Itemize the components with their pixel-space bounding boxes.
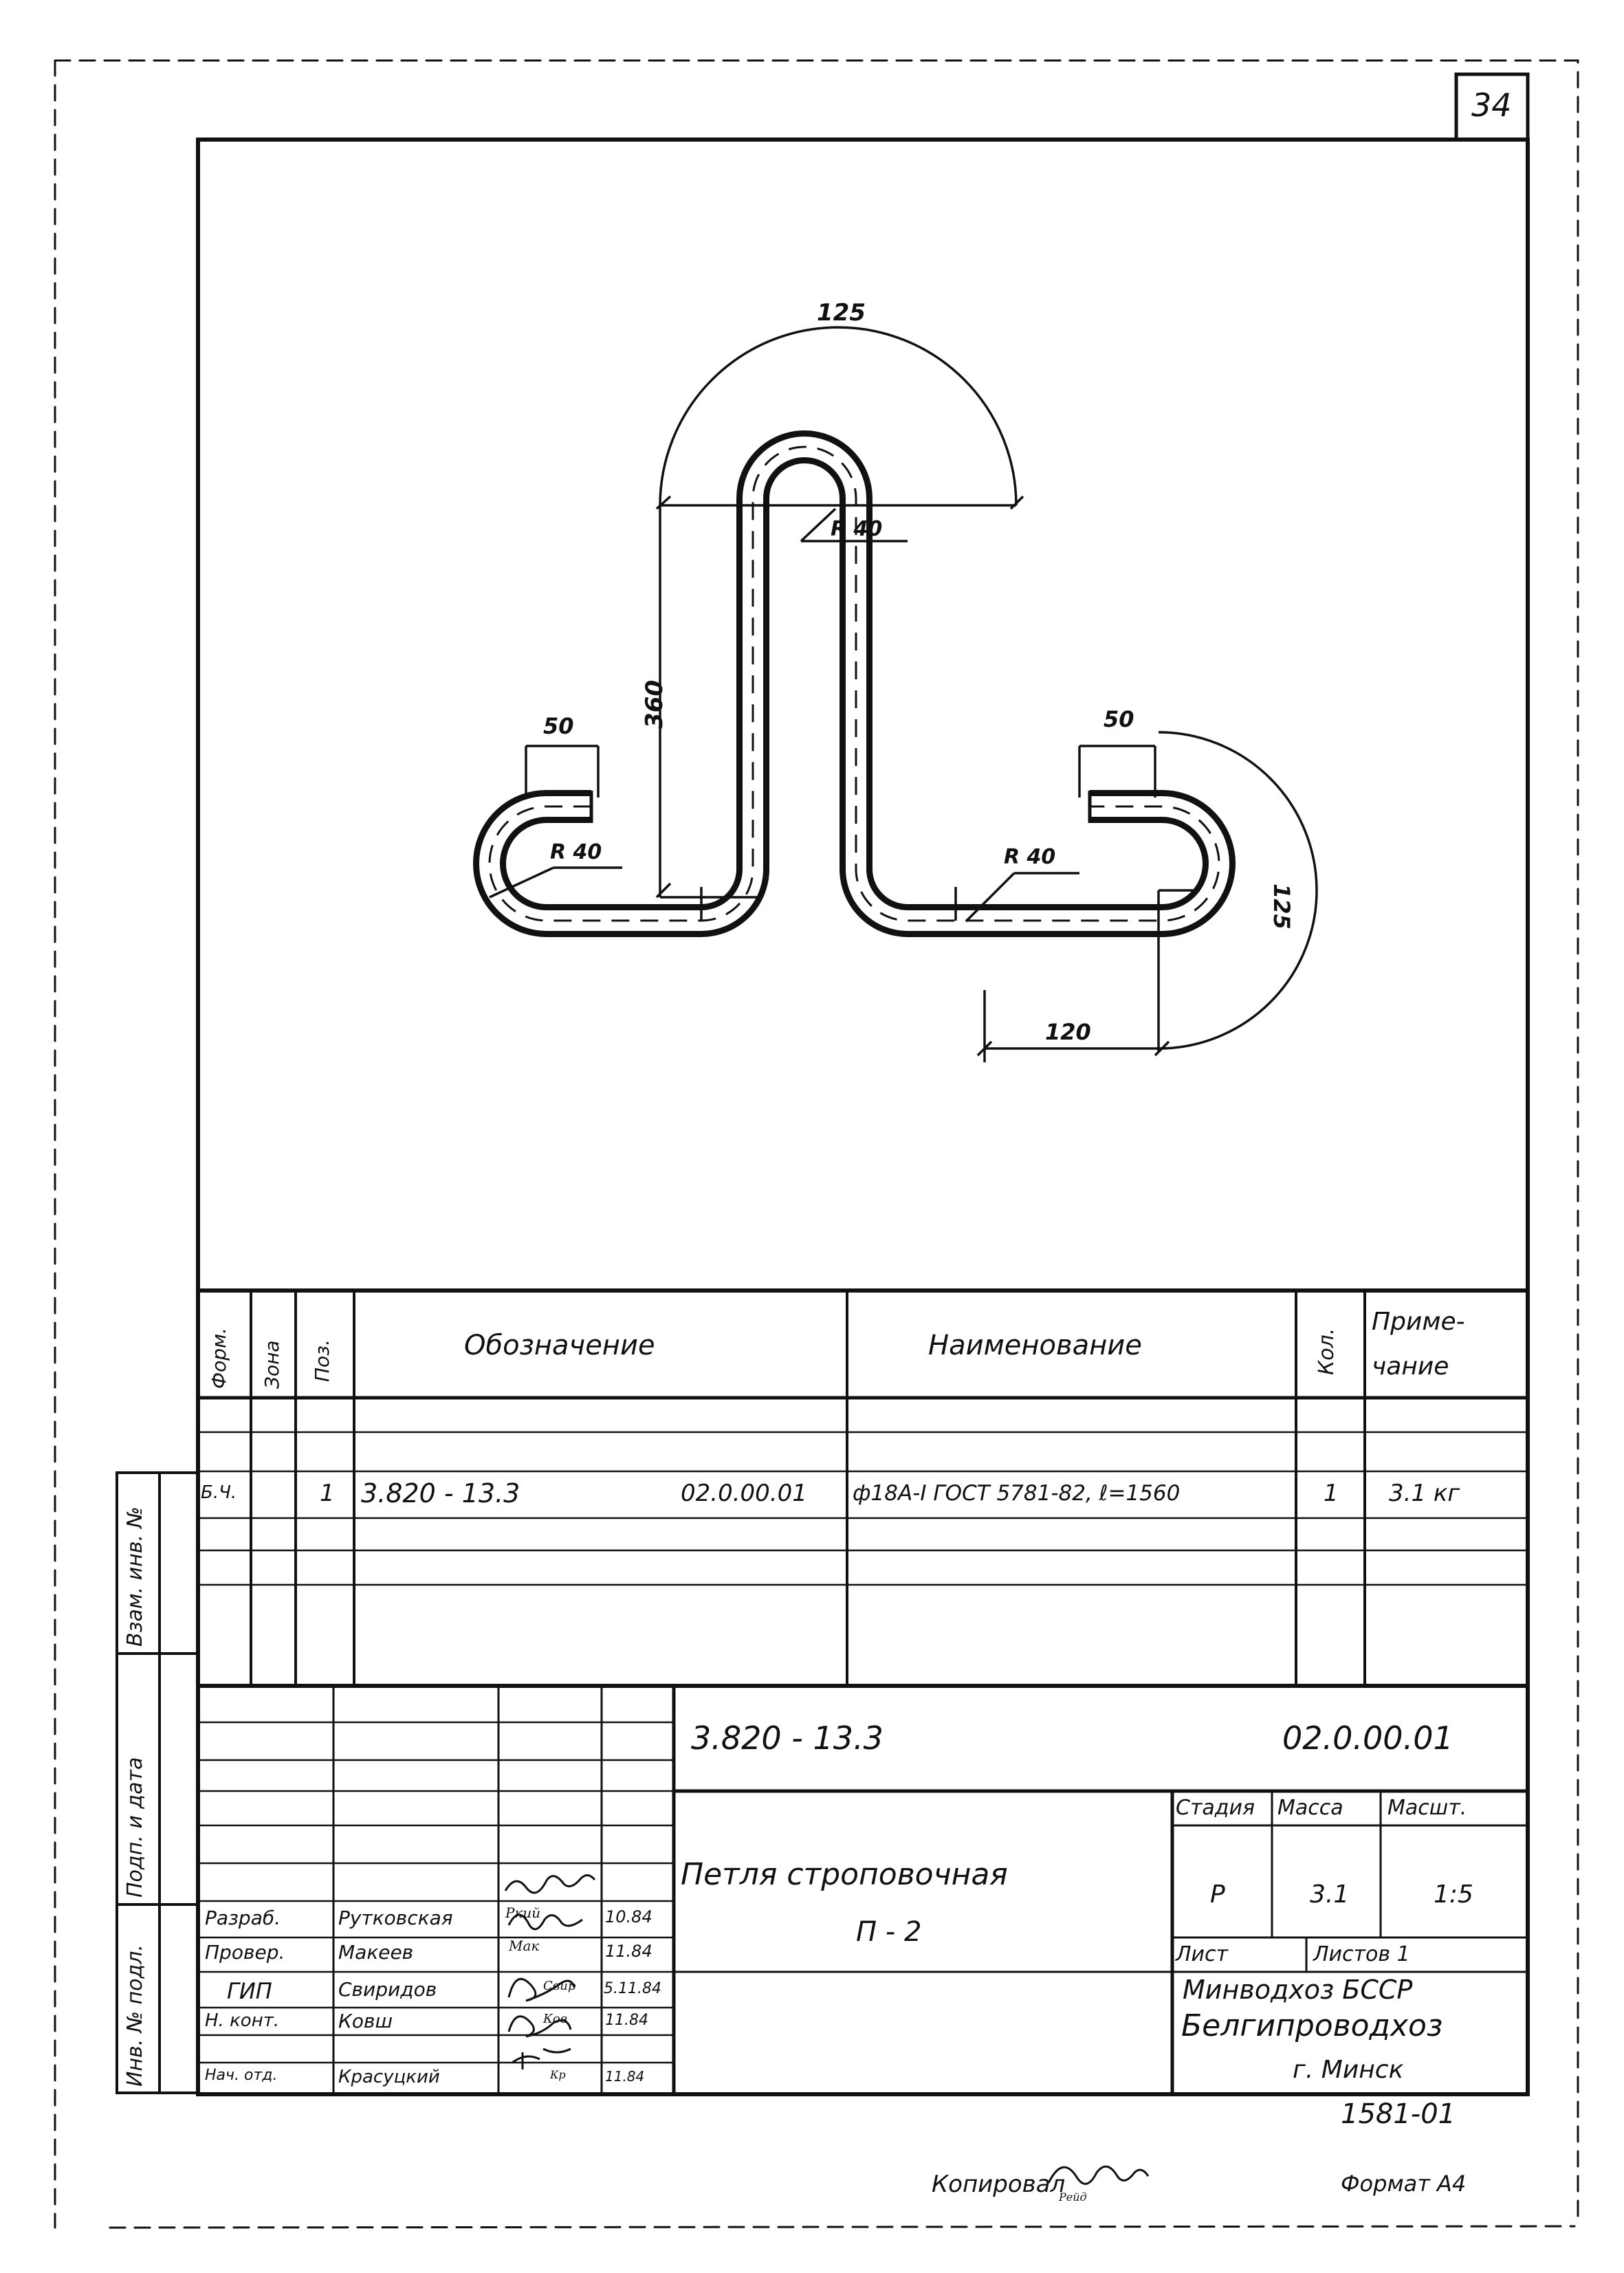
signature-prover (507, 1913, 583, 1931)
sign-nachotd: Кр (550, 2068, 566, 2081)
title-line2: П - 2 (856, 1916, 922, 1948)
dim-top-arc (659, 326, 1018, 506)
row-note: 3.1 кг (1389, 1480, 1460, 1507)
org-line2: Белгипроводхоз (1181, 2008, 1443, 2043)
mass-label: Масса (1277, 1796, 1343, 1820)
date-razrab: 10.84 (605, 1907, 652, 1926)
page-number: 34 (1471, 87, 1512, 124)
side-stamp-inv: Инв. № подл. (123, 1944, 147, 2087)
header-format: Форм. (208, 1327, 230, 1389)
signature-nachotd (512, 2047, 571, 2069)
dim-top-arc-label: 125 (817, 299, 866, 327)
dim-right-arc (1158, 731, 1318, 1050)
signature-gip (507, 1977, 575, 2002)
signature-scribbles (504, 1874, 1150, 2185)
org-line3: г. Минск (1293, 2056, 1404, 2084)
row-designation-left: 3.820 - 13.3 (361, 1478, 520, 1508)
dimension-lines (489, 326, 1318, 1062)
scale-value: 1:5 (1434, 1880, 1473, 1909)
copied-by-signature: Рейд (1059, 2190, 1087, 2204)
dim-right-tab-label: 50 (1104, 706, 1134, 732)
doc-code-right: 02.0.00.01 (1282, 1720, 1453, 1757)
role-nachotd: Нач. отд. (205, 2067, 278, 2084)
role-nkontr: Н. конт. (205, 2010, 280, 2031)
role-gip: ГИП (227, 1978, 272, 2004)
bottom-code: 1581-01 (1341, 2098, 1456, 2130)
main-frame (196, 138, 1530, 2096)
row-qty: 1 (1324, 1480, 1339, 1507)
mass-value: 3.1 (1310, 1880, 1350, 1909)
doc-code-left: 3.820 - 13.3 (691, 1720, 884, 1757)
sheets-label: Листов 1 (1313, 1942, 1410, 1966)
role-razrab: Разраб. (205, 1907, 281, 1929)
row-pos: 1 (320, 1480, 335, 1507)
role-prover: Провер. (205, 1941, 285, 1964)
stage-label: Стадия (1176, 1796, 1255, 1820)
header-note-line2: чание (1372, 1352, 1449, 1381)
date-nachotd: 11.84 (605, 2068, 645, 2085)
page-number-box (1454, 72, 1530, 142)
title-block-lines (198, 1686, 1528, 2094)
row-designation-right: 02.0.00.01 (681, 1480, 807, 1507)
name-prover: Макеев (338, 1941, 414, 1964)
sign-prover: Мак (509, 1937, 540, 1954)
header-note-line1: Приме- (1372, 1308, 1465, 1336)
signature-nkontr (507, 2015, 572, 2038)
header-pos: Поз. (311, 1339, 333, 1382)
sign-razrab: Ркий (505, 1904, 541, 1921)
loop-centerline (488, 446, 1220, 922)
signature-copied (1047, 2165, 1150, 2185)
sign-nkontr: Ков (543, 2012, 568, 2026)
outer-dashed-border (54, 59, 1579, 2229)
dim-right-arc-label: 125 (1269, 883, 1295, 930)
dim-radius-top-label: R 40 (831, 517, 883, 541)
side-stamp-vzam: Взам. инв. № (123, 1506, 147, 1647)
sign-gip: Свир (543, 1979, 576, 1993)
dim-radius-left-label: R 40 (550, 840, 602, 864)
row-name: ф18А-I ГОСТ 5781-82, ℓ=1560 (853, 1481, 1181, 1506)
copied-by-label: Копировал (932, 2171, 1066, 2198)
header-qty: Кол. (1315, 1328, 1339, 1375)
name-nkontr: Ковш (338, 2010, 393, 2032)
dim-radius-right-label: R 40 (1004, 845, 1056, 869)
scale-label: Масшт. (1387, 1796, 1467, 1820)
dim-bottom-label: 120 (1045, 1019, 1091, 1045)
date-prover: 11.84 (605, 1942, 652, 1961)
org-line1: Минводхоз БССР (1183, 1975, 1413, 2005)
signature-razrab (504, 1874, 596, 1894)
header-zone: Зона (261, 1340, 283, 1389)
format-label: Формат А4 (1341, 2171, 1467, 2197)
sheet-label: Лист (1176, 1942, 1229, 1966)
name-nachotd: Красуцкий (338, 2067, 440, 2087)
dim-height-label: 360 (641, 680, 668, 729)
side-stamp-podp: Подп. и дата (123, 1757, 147, 1898)
header-name: Наименование (928, 1330, 1142, 1361)
spec-table-lines (198, 1288, 1528, 1688)
date-gip: 5.11.84 (604, 1980, 661, 1997)
row-format: Б.Ч. (201, 1482, 237, 1503)
dim-left-tab-label: 50 (543, 713, 574, 739)
header-designation: Обозначение (464, 1330, 655, 1361)
name-gip: Свиридов (338, 1978, 437, 2001)
side-stamp-lines (116, 1471, 199, 2094)
title-line1: Петля строповочная (681, 1857, 1008, 1892)
stage-value: Р (1210, 1880, 1225, 1909)
name-razrab: Рутковская (338, 1907, 453, 1929)
date-nkontr: 11.84 (605, 2012, 648, 2029)
